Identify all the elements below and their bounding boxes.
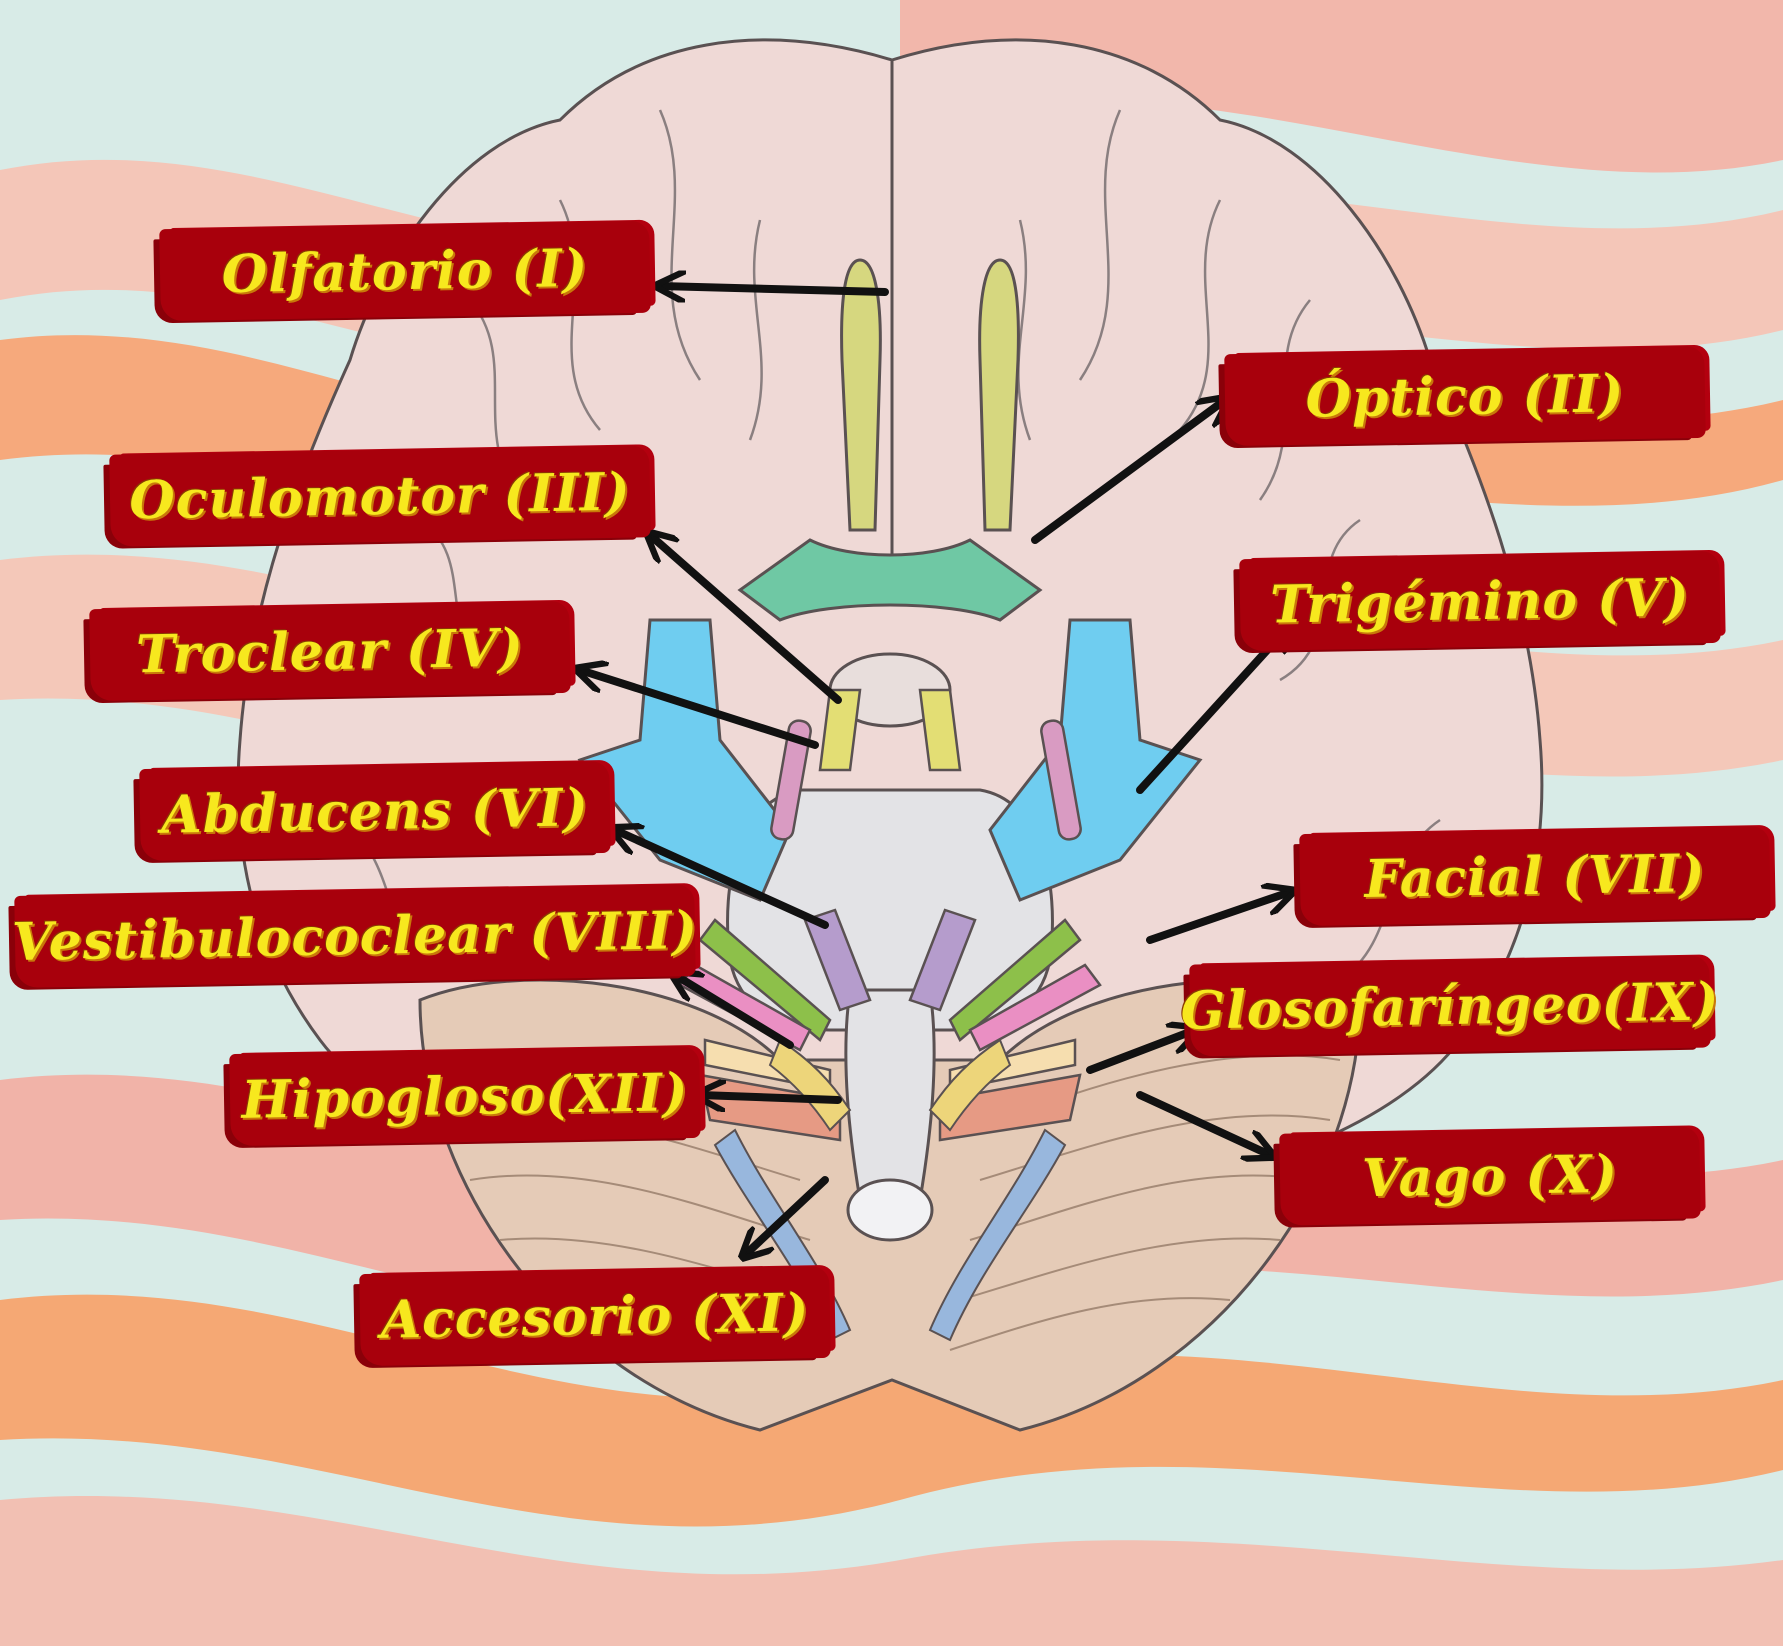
label-hipogloso: Hipogloso(XII) — [229, 1046, 701, 1146]
label-vago-text: Vago (X) — [1362, 1143, 1619, 1208]
label-oculomotor-text: Oculomotor (III) — [129, 461, 631, 531]
spinal-cord-section — [848, 1180, 932, 1240]
medulla — [846, 990, 934, 1200]
label-abducens-text: Abducens (VI) — [161, 777, 590, 845]
arrow-hipogloso — [700, 1095, 838, 1100]
label-abducens: Abducens (VI) — [139, 761, 611, 861]
olfactory-bulb-right — [980, 260, 1019, 530]
label-vago: Vago (X) — [1279, 1126, 1701, 1225]
label-trigemino-text: Trigémino (V) — [1270, 567, 1690, 635]
label-accesorio: Accesorio (XI) — [359, 1266, 831, 1366]
label-olfatorio: Olfatorio (I) — [159, 221, 651, 322]
olfactory-bulb-left — [842, 260, 881, 530]
label-facial: Facial (VII) — [1299, 826, 1771, 926]
label-trigemino: Trigémino (V) — [1239, 551, 1721, 651]
label-vestibulococlear: Vestibulococlear (VIII) — [14, 884, 696, 988]
label-olfatorio-text: Olfatorio (I) — [221, 237, 588, 304]
label-accesorio-text: Accesorio (XI) — [380, 1282, 810, 1350]
label-troclear: Troclear (IV) — [89, 601, 571, 701]
label-glosofaringeo: Glosofaríngeo(IX) — [1189, 955, 1711, 1056]
label-optico-text: Óptico (II) — [1305, 363, 1625, 430]
label-optico: Óptico (II) — [1224, 346, 1706, 446]
label-troclear-text: Troclear (IV) — [136, 617, 525, 685]
label-hipogloso-text: Hipogloso(XII) — [241, 1062, 689, 1131]
label-oculomotor: Oculomotor (III) — [109, 445, 651, 546]
label-glosofaringeo-text: Glosofaríngeo(IX) — [1180, 971, 1720, 1041]
label-vestibulococlear-text: Vestibulococlear (VIII) — [12, 900, 699, 973]
label-facial-text: Facial (VII) — [1364, 843, 1706, 910]
